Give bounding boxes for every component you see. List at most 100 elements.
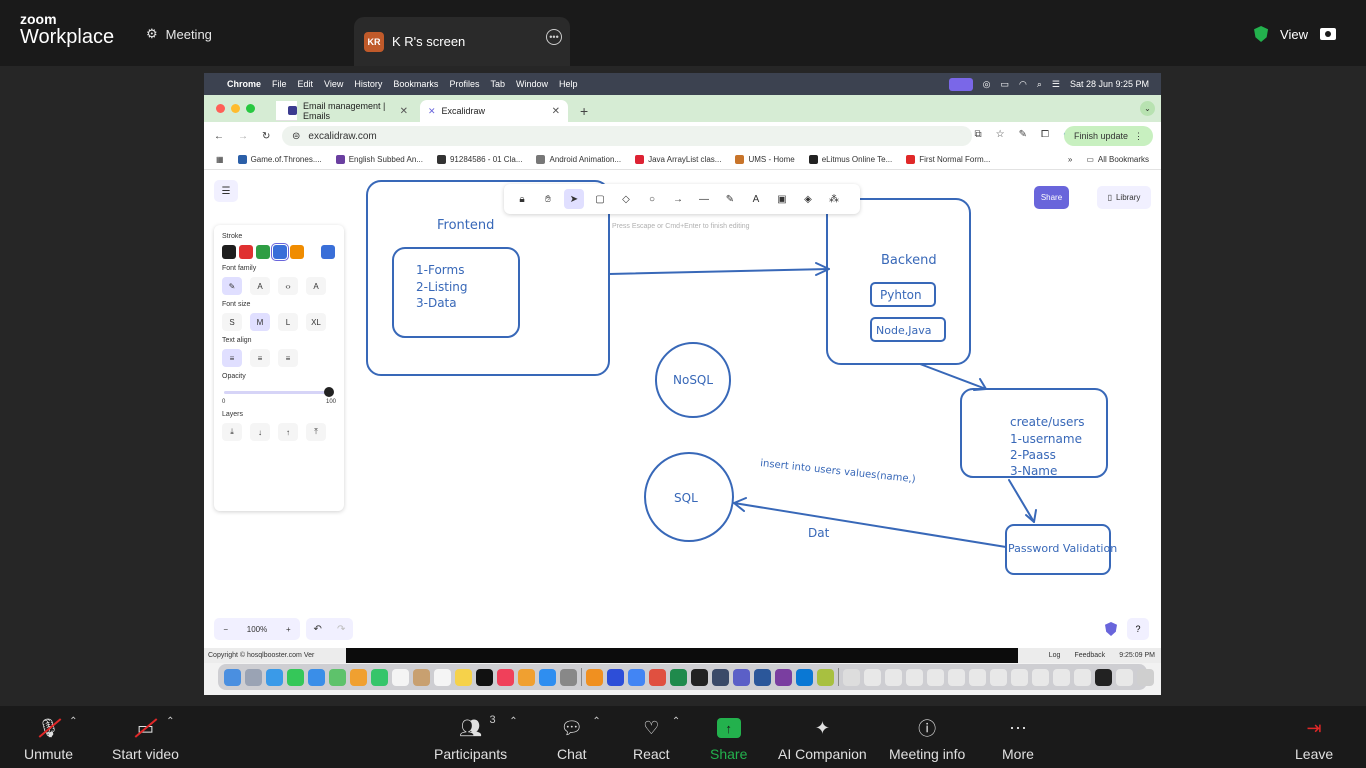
install-app-icon[interactable]: ⧉ bbox=[974, 129, 982, 140]
launchpad-icon[interactable] bbox=[245, 668, 262, 686]
facetime-icon[interactable] bbox=[371, 668, 388, 686]
font-handwritten-icon[interactable]: ✎ bbox=[222, 277, 242, 295]
forward-icon[interactable]: → bbox=[238, 130, 248, 142]
undo-icon[interactable]: ↶ bbox=[313, 623, 322, 635]
text-tool-icon[interactable]: A bbox=[752, 193, 760, 205]
video-options-caret-icon[interactable]: ⌃ bbox=[166, 716, 175, 727]
ai-companion-button[interactable]: ✦ AI Companion bbox=[778, 716, 867, 763]
search-icon[interactable]: ⌕ bbox=[1036, 78, 1042, 89]
bring-to-front-icon[interactable]: ⤒ bbox=[306, 423, 326, 441]
view-icon[interactable] bbox=[1320, 28, 1336, 40]
window-thumbnail-icon[interactable] bbox=[948, 668, 965, 686]
stroke-swatch-red[interactable] bbox=[239, 245, 253, 259]
finder-icon[interactable] bbox=[224, 668, 241, 686]
vscode-icon[interactable] bbox=[796, 668, 813, 686]
site-info-icon[interactable]: ⊜ bbox=[292, 130, 301, 142]
diamond-tool-icon[interactable]: ◇ bbox=[622, 193, 630, 205]
teams-icon[interactable] bbox=[733, 668, 750, 686]
start-video-button[interactable]: ▭⌃ Start video bbox=[112, 716, 179, 762]
send-backward-icon[interactable]: ↓ bbox=[250, 423, 270, 441]
url-input[interactable]: ⊜ excalidraw.com bbox=[282, 126, 972, 146]
screen-share-indicator-icon[interactable] bbox=[948, 77, 973, 91]
powerpoint-icon[interactable] bbox=[649, 668, 666, 686]
backend-box[interactable] bbox=[826, 198, 971, 365]
kebab-menu-icon[interactable]: ⋮ bbox=[1134, 130, 1143, 141]
excel-icon[interactable] bbox=[670, 668, 687, 686]
window-thumbnail-icon[interactable] bbox=[1116, 668, 1133, 686]
back-icon[interactable]: ← bbox=[214, 130, 224, 142]
rectangle-tool-icon[interactable]: ▢ bbox=[595, 193, 605, 205]
stroke-swatch-orange[interactable] bbox=[290, 245, 304, 259]
menu-item[interactable]: History bbox=[354, 79, 383, 89]
zoom-in-button[interactable]: + bbox=[285, 624, 291, 634]
arrow-tool-icon[interactable]: → bbox=[673, 193, 683, 205]
eraser-tool-icon[interactable]: ◈ bbox=[804, 193, 812, 205]
bring-forward-icon[interactable]: ↑ bbox=[278, 423, 298, 441]
stroke-swatch-green[interactable] bbox=[256, 245, 270, 259]
send-to-back-icon[interactable]: ⤓ bbox=[222, 423, 242, 441]
window-thumbnail-icon[interactable] bbox=[1032, 668, 1049, 686]
calendar-icon[interactable] bbox=[392, 668, 409, 686]
reload-icon[interactable]: ↻ bbox=[262, 130, 271, 142]
hand-tool-icon[interactable]: ✋︎ bbox=[545, 193, 551, 205]
photos-icon[interactable] bbox=[350, 668, 367, 686]
postman-icon[interactable] bbox=[586, 668, 603, 686]
bookmark-item[interactable]: UMS - Home bbox=[735, 155, 795, 164]
window-thumbnail-icon[interactable] bbox=[864, 668, 881, 686]
leave-button[interactable]: ⇥ Leave bbox=[1295, 716, 1333, 763]
more-bookmarks-icon[interactable]: » bbox=[1067, 155, 1073, 164]
sql-circle[interactable] bbox=[644, 452, 734, 542]
minimize-window-icon[interactable] bbox=[231, 104, 240, 113]
window-thumbnail-icon[interactable] bbox=[906, 668, 923, 686]
tab-search-icon[interactable]: ⌄ bbox=[1140, 101, 1155, 116]
bookmark-item[interactable]: 91284586 - 01 Cla... bbox=[436, 155, 522, 164]
current-stroke-color[interactable] bbox=[321, 245, 335, 259]
headphones-icon[interactable]: ◎ bbox=[982, 78, 991, 89]
control-center-icon[interactable]: ☰ bbox=[1051, 78, 1060, 89]
draw-tool-icon[interactable]: ✎ bbox=[725, 193, 735, 205]
image-tool-icon[interactable]: ▣ bbox=[777, 193, 787, 205]
menu-item[interactable]: File bbox=[272, 79, 287, 89]
window-thumbnail-icon[interactable] bbox=[1053, 668, 1070, 686]
menu-item[interactable]: Tab bbox=[490, 79, 505, 89]
bookmark-item[interactable]: Android Animation... bbox=[536, 155, 621, 164]
view-label[interactable]: View bbox=[1280, 26, 1308, 42]
bookmark-item[interactable]: Game.of.Thrones.... bbox=[237, 155, 322, 164]
notes-icon[interactable] bbox=[455, 668, 472, 686]
zoom-level[interactable]: 100% bbox=[246, 624, 268, 634]
close-tab-icon[interactable]: ✕ bbox=[551, 105, 560, 117]
help-icon[interactable]: ? bbox=[1127, 618, 1149, 640]
nosql-circle[interactable] bbox=[655, 342, 731, 418]
chat-button[interactable]: 💬︎⌃ Chat bbox=[557, 716, 601, 762]
stroke-swatch-blue[interactable] bbox=[271, 243, 289, 261]
reminders-icon[interactable] bbox=[434, 668, 451, 686]
font-size-m[interactable]: M bbox=[250, 313, 270, 331]
frontend-items-box[interactable] bbox=[392, 247, 520, 338]
document-icon[interactable] bbox=[843, 668, 860, 686]
encryption-icon[interactable] bbox=[1105, 622, 1117, 636]
users-password-arrow[interactable] bbox=[1008, 479, 1035, 523]
wifi-icon[interactable]: ◠ bbox=[1018, 78, 1027, 89]
apps-grid-icon[interactable]: ▦ bbox=[216, 155, 224, 164]
bookmark-star-icon[interactable]: ☆ bbox=[995, 129, 1005, 140]
unmute-button[interactable]: 🎙︎⌃ Unmute bbox=[24, 716, 78, 762]
app-icon[interactable] bbox=[712, 668, 729, 686]
users-box[interactable] bbox=[960, 388, 1108, 478]
safari-icon[interactable] bbox=[266, 668, 283, 686]
window-thumbnail-icon[interactable] bbox=[990, 668, 1007, 686]
audio-options-caret-icon[interactable]: ⌃ bbox=[69, 716, 78, 727]
react-caret-icon[interactable]: ⌃ bbox=[671, 716, 681, 727]
font-code-icon[interactable]: ‹› bbox=[278, 277, 298, 295]
messages-icon[interactable] bbox=[287, 668, 304, 686]
align-center-icon[interactable]: ≡ bbox=[250, 349, 270, 367]
apple-tv-icon[interactable] bbox=[476, 668, 493, 686]
ellipse-tool-icon[interactable]: ○ bbox=[648, 193, 656, 205]
font-normal-icon[interactable]: A bbox=[250, 277, 270, 295]
menu-item[interactable]: Window bbox=[515, 79, 548, 89]
contacts-icon[interactable] bbox=[413, 668, 430, 686]
align-right-icon[interactable]: ≡ bbox=[278, 349, 298, 367]
participants-caret-icon[interactable]: ⌃ bbox=[509, 716, 518, 727]
app-icon[interactable] bbox=[817, 668, 834, 686]
library-button[interactable]: ▯ Library bbox=[1097, 186, 1151, 209]
maps-icon[interactable] bbox=[329, 668, 346, 686]
